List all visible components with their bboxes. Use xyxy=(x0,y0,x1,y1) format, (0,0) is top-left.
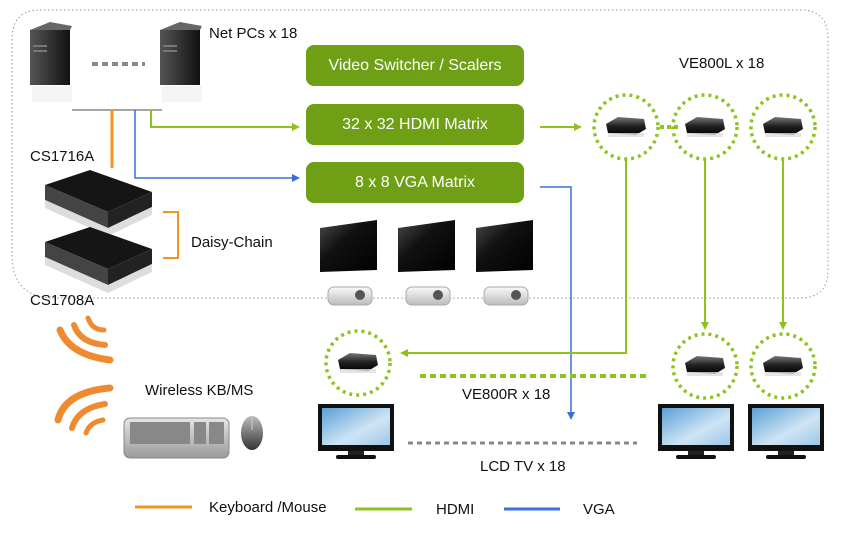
lcd-tv-icon xyxy=(658,404,734,459)
ve800r-extender-icon xyxy=(749,332,817,400)
projector-icon xyxy=(483,286,529,306)
cs1708a-label: CS1708A xyxy=(30,292,95,309)
kvm-switch-icon xyxy=(45,227,152,293)
flat-screen-icon xyxy=(320,220,377,272)
ve800r-label: VE800R x 18 xyxy=(462,386,551,403)
daisy-chain-bracket xyxy=(163,211,179,259)
ve800r-extender-icon xyxy=(671,332,739,400)
mouse-icon xyxy=(241,416,263,450)
ve800r-extender-icon xyxy=(324,329,392,397)
keyboard-icon xyxy=(123,417,230,459)
legend-label-keyboard-mouse: Keyboard /Mouse xyxy=(209,499,327,516)
ve800l-extender-icon xyxy=(749,93,817,161)
lcd-tv-icon xyxy=(748,404,824,459)
ve800l-label: VE800L x 18 xyxy=(679,55,765,72)
ve800l-extender-icon xyxy=(592,93,660,161)
hdmi-matrix-box: 32 x 32 HDMI Matrix xyxy=(306,104,524,145)
net-pcs-label: Net PCs x 18 xyxy=(209,25,298,42)
pc-tower-icon xyxy=(30,22,72,102)
video-switcher-box: Video Switcher / Scalers xyxy=(306,45,524,86)
projector-icon xyxy=(405,286,451,306)
wireless-signal-icon xyxy=(54,384,114,436)
ve800l-extender-icon xyxy=(671,93,739,161)
daisy-chain-label: Daisy-Chain xyxy=(191,234,273,251)
legend-label-hdmi: HDMI xyxy=(436,501,475,518)
lcd-tv-icon xyxy=(318,404,394,459)
vga-to-tv-connection xyxy=(540,186,575,420)
pc-tower-icon xyxy=(160,22,202,102)
hdmi-connection xyxy=(150,110,300,131)
flat-screen-icon xyxy=(398,220,455,272)
wireless-kbms-label: Wireless KB/MS xyxy=(145,382,254,399)
vga-connection xyxy=(134,110,300,182)
flat-screen-icon xyxy=(476,220,533,272)
cs1716a-label: CS1716A xyxy=(30,148,95,165)
lcd-tv-label: LCD TV x 18 xyxy=(480,458,566,475)
wireless-signal-icon xyxy=(56,315,114,364)
vga-matrix-box: 8 x 8 VGA Matrix xyxy=(306,162,524,203)
legend-label-vga: VGA xyxy=(583,501,615,518)
hdmi-extender-connection xyxy=(400,160,627,357)
projector-icon xyxy=(327,286,373,306)
kvm-switch-icon xyxy=(45,170,152,236)
